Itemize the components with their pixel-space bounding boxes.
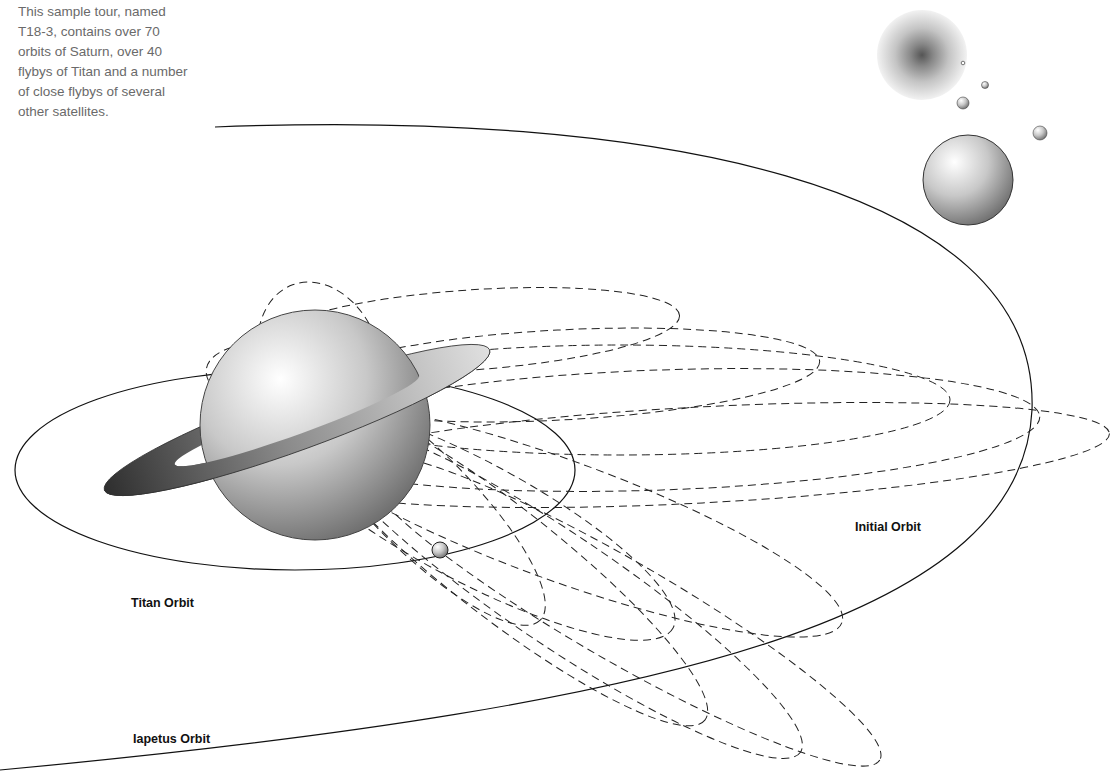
titan [432, 542, 448, 558]
moon [923, 135, 1013, 225]
iapetus-orbit [0, 125, 1032, 770]
caption-note: This sample tour, named T18-3, contains … [18, 2, 196, 122]
orbit-label: Titan Orbit [128, 595, 197, 611]
orbit-label: Iapetus Orbit [130, 731, 213, 747]
sun [877, 10, 967, 100]
tour-orbits [199, 264, 1111, 784]
orbit-label: Initial Orbit [852, 519, 924, 535]
